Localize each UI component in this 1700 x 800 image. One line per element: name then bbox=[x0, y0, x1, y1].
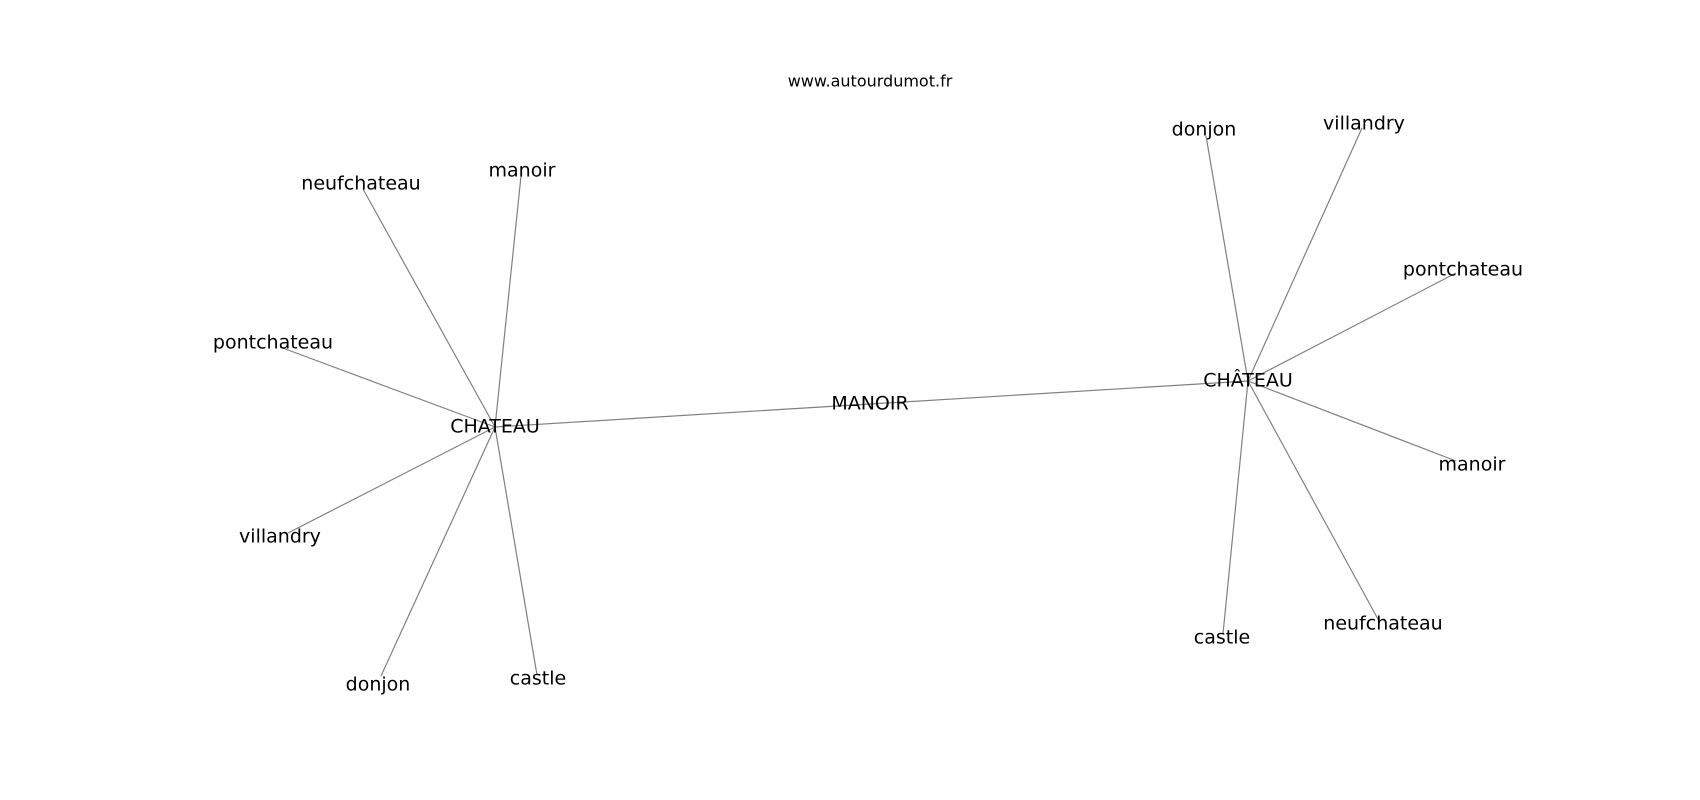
node-hub-0: CHATEAU bbox=[450, 416, 540, 438]
node-hub-1-neighbor-2: pontchateau bbox=[1403, 259, 1523, 281]
watermark: www.autourdumot.fr bbox=[788, 72, 953, 91]
edge-center-hub-1 bbox=[869, 380, 1249, 405]
edge-hub-0-neighbor-4 bbox=[380, 426, 496, 677]
node-hub-1-neighbor-1: villandry bbox=[1323, 113, 1405, 135]
node-hub-0-neighbor-5: castle bbox=[510, 668, 566, 690]
node-hub-0-neighbor-3: villandry bbox=[239, 526, 321, 548]
edge-center-hub-0 bbox=[494, 403, 871, 428]
node-hub-1-neighbor-0: donjon bbox=[1172, 119, 1237, 141]
edge-hub-0-neighbor-5 bbox=[494, 426, 538, 676]
edge-hub-0-neighbor-0 bbox=[494, 175, 522, 428]
graph-labels: www.autourdumot.fr MANOIR CHATEAU CHÂTEA… bbox=[213, 72, 1523, 696]
node-hub-1-neighbor-3: manoir bbox=[1439, 454, 1506, 476]
edge-hub-1-neighbor-2 bbox=[1247, 272, 1457, 382]
node-hub-1-neighbor-4: neufchateau bbox=[1323, 613, 1442, 635]
node-hub-1-neighbor-5: castle bbox=[1194, 627, 1250, 649]
node-center: MANOIR bbox=[831, 393, 908, 415]
graph-edges bbox=[279, 127, 1457, 677]
node-hub-0-neighbor-1: neufchateau bbox=[301, 173, 420, 195]
edge-hub-1-neighbor-0 bbox=[1205, 135, 1249, 382]
edge-hub-0-neighbor-2 bbox=[279, 346, 496, 428]
edge-hub-0-neighbor-1 bbox=[362, 188, 496, 428]
edge-hub-1-neighbor-3 bbox=[1247, 380, 1457, 462]
edge-hub-1-neighbor-1 bbox=[1247, 127, 1363, 382]
edge-hub-0-neighbor-3 bbox=[287, 426, 496, 534]
node-hub-0-neighbor-2: pontchateau bbox=[213, 332, 333, 354]
node-hub-1: CHÂTEAU bbox=[1203, 369, 1293, 392]
edge-hub-1-neighbor-4 bbox=[1247, 380, 1380, 622]
node-hub-0-neighbor-0: manoir bbox=[489, 160, 556, 182]
edge-hub-1-neighbor-5 bbox=[1222, 380, 1249, 635]
node-hub-0-neighbor-4: donjon bbox=[346, 674, 411, 696]
